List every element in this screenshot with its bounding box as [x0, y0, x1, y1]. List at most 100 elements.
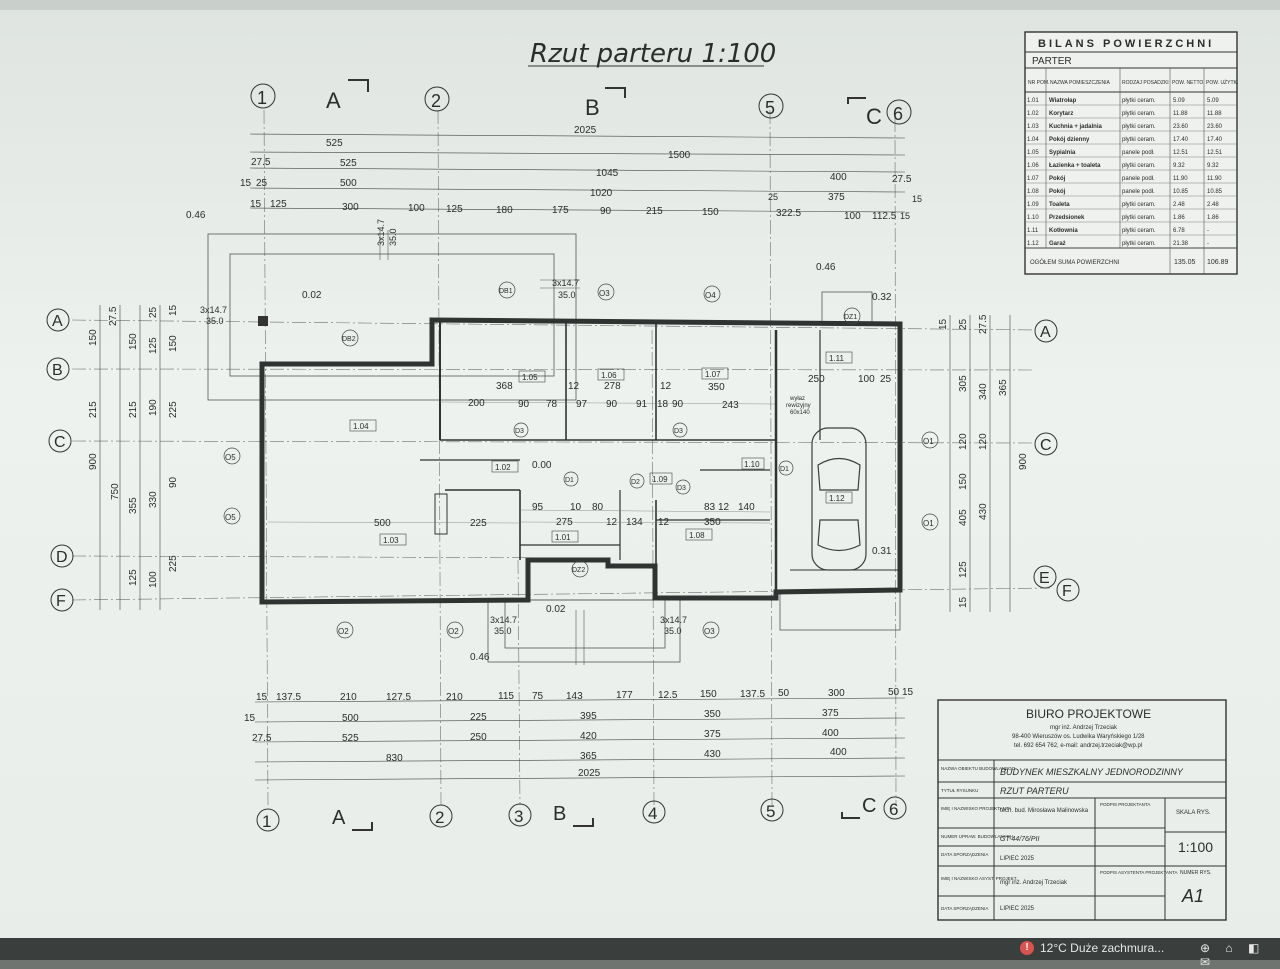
top-dim-5-0: 15	[250, 199, 262, 210]
bilans-cell: panele podł.	[1122, 189, 1155, 195]
inner-dim-0: 368	[496, 381, 513, 392]
bilans-cell: 2.48	[1207, 202, 1219, 208]
bilans-cell: 1.01	[1027, 98, 1039, 104]
tb-label-assistant: IMIĘ I NAZWISKO ASYST. PROJEKT.	[941, 876, 1017, 881]
room-tag-103: 1.03	[383, 536, 399, 545]
weather-widget[interactable]: 12°C Duże zachmura...	[1040, 941, 1165, 955]
inner-dim-9: 90	[518, 399, 530, 410]
stairs-4-len: 35.0	[494, 626, 512, 636]
stairs-1-spec: 3x14.7	[376, 219, 386, 246]
right-dim-a5: 405	[958, 509, 969, 526]
top-dim-2-1: 525	[340, 158, 357, 169]
tag-door-d3-c: D3	[677, 485, 686, 492]
room-tag-frames	[349, 351, 853, 546]
bilans-header-uzytk: POW. UŻYTK.	[1206, 79, 1238, 86]
garage-car-icon	[811, 427, 867, 571]
warning-icon[interactable]: !	[1020, 941, 1034, 955]
tag-window-o1-b: O1	[923, 519, 934, 528]
axis-5-top: 5	[765, 98, 775, 118]
tb-label-designer: IMIĘ I NAZWISKO PROJEKTANTA	[941, 806, 1011, 811]
bilans-cell: 23.60	[1173, 124, 1189, 130]
bot-dim-2-1: 500	[342, 713, 359, 724]
tb-contact: tel. 692 654 762, e-mail: andrzej.trzeci…	[1014, 743, 1142, 749]
top-dimension-lines	[249, 133, 906, 213]
top-dim-5-13: 15	[900, 211, 910, 221]
left-dim-c4: 100	[148, 571, 159, 588]
section-c-bottom: C	[862, 795, 876, 817]
bot-dim-4-1: 365	[580, 751, 597, 762]
bilans-cell: 17.40	[1207, 137, 1223, 143]
inner-dim-18: 10	[570, 502, 582, 513]
bot-dim-1-12: 50	[778, 688, 790, 699]
bilans-cell: 1.12	[1027, 241, 1039, 247]
bilans-cell: płytki ceram.	[1122, 137, 1156, 143]
left-dim-a0: 150	[88, 329, 99, 346]
tag-door-d3-a: D3	[515, 428, 524, 435]
bot-dim-5-0: 2025	[578, 768, 601, 779]
right-dimension-lines	[949, 315, 1011, 612]
bilans-cell: płytki ceram.	[1122, 111, 1156, 117]
left-dim-c1: 125	[148, 337, 159, 354]
bot-dim-1-1: 137.5	[276, 692, 301, 703]
inner-dim-19: 80	[592, 502, 604, 513]
bilans-cell: Pokój	[1049, 189, 1066, 195]
section-a-bottom: A	[332, 807, 346, 829]
bot-dim-4-0: 830	[386, 753, 403, 764]
left-dim-a3: 750	[110, 483, 121, 500]
bilans-cell: Pokój dzienny	[1049, 137, 1090, 143]
inner-dim-4: 350	[708, 382, 725, 393]
room-tag-110: 1.10	[744, 460, 760, 469]
bilans-cell: 11.90	[1207, 176, 1222, 182]
bot-dim-1-3: 127.5	[386, 692, 411, 703]
bilans-cell: 11.88	[1173, 111, 1188, 117]
axis-3-bottom: 3	[514, 807, 523, 826]
bilans-cell: -	[1207, 228, 1209, 234]
bilans-cell: 11.90	[1173, 176, 1188, 182]
bilans-cell: 1.86	[1207, 215, 1219, 221]
right-dim-b3: 430	[978, 503, 989, 520]
room-tag-102: 1.02	[495, 463, 511, 472]
bilans-cell: Korytarz	[1049, 111, 1073, 117]
level-5: 0.00	[532, 460, 552, 471]
tb-date1: LIPIEC 2025	[1000, 856, 1035, 862]
tag-door-db2: DB2	[342, 336, 356, 343]
tag-door-d3-b: D3	[674, 428, 683, 435]
top-dim-2-0: 27.5	[251, 157, 271, 168]
bilans-header-netto: POW. NETTO	[1172, 80, 1203, 86]
bot-dim-4-2: 430	[704, 749, 721, 760]
bilans-total-uzytk: 106.89	[1207, 259, 1229, 266]
stairs-4-spec: 3x14.7	[490, 615, 517, 625]
bilans-cell: 1.06	[1027, 163, 1039, 169]
bilans-total-netto: 135.05	[1174, 259, 1196, 266]
tb-label-date1: DATA SPORZĄDZENIA	[941, 852, 988, 857]
bilans-cell: 17.40	[1173, 137, 1189, 143]
tb-sign2: PODPIS ASYSTENTA PROJEKTANTA	[1100, 870, 1178, 875]
bot-dim-1-2: 210	[340, 692, 357, 703]
top-dim-3-3: 1045	[596, 168, 619, 179]
level-8: 0.46	[470, 652, 490, 663]
tb-label-object: NAZWA OBIEKTU BUDOWLANEGO	[941, 766, 1016, 771]
bilans-cell: 1.03	[1027, 124, 1039, 130]
system-tray-icons[interactable]: ⊕ ⌂ ◧ ✉	[1200, 941, 1266, 969]
tag-door-dz2: DZ2	[572, 567, 585, 574]
bot-dim-3-3: 420	[580, 731, 597, 742]
bot-dim-2-2: 225	[470, 712, 487, 723]
tb-license: GT-44/76/PII	[1000, 836, 1039, 843]
bilans-header-floor: RODZAJ POSADZKI	[1122, 80, 1169, 86]
axis-2-top: 2	[431, 91, 441, 111]
room-tag-105: 1.05	[522, 373, 538, 382]
tag-window-o5-a: O5	[225, 453, 236, 462]
top-dim-5-9: 150	[702, 207, 719, 218]
top-dim-4-2: 25	[768, 192, 778, 202]
inner-dim-3: 12	[660, 381, 672, 392]
tag-window-o3-b: O3	[599, 289, 610, 298]
top-dim-5-12: 112.5	[872, 211, 897, 222]
section-c-top: C	[866, 104, 882, 129]
bot-dim-1-5: 115	[498, 691, 514, 702]
stairs-2-len: 35.0	[558, 290, 576, 300]
axis-c-left: C	[54, 434, 66, 451]
axis-b-left: B	[52, 362, 63, 379]
section-b-bottom: B	[553, 803, 566, 825]
left-dim-c2: 190	[148, 399, 159, 416]
bot-dim-3-0: 27.5	[252, 733, 272, 744]
